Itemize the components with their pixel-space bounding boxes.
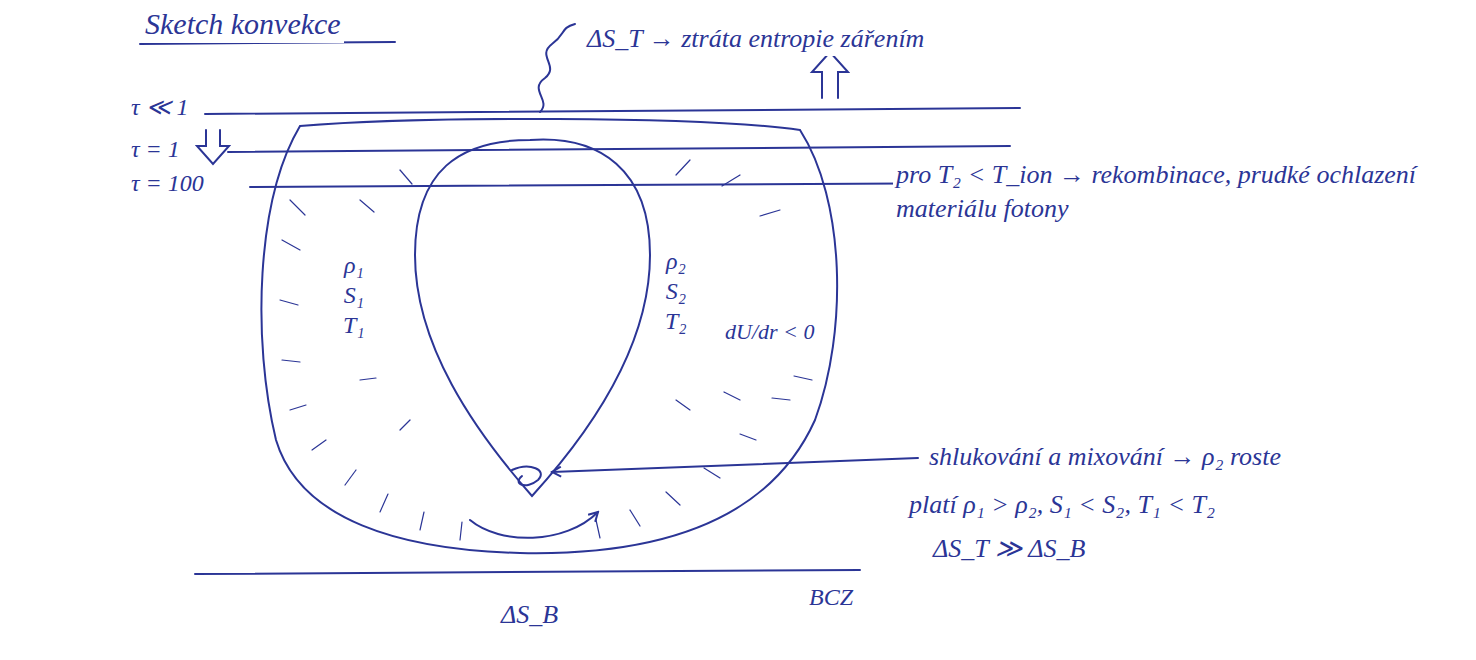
hatch-stroke bbox=[400, 420, 410, 430]
state-stack: ρ₁ S₁ T₁ bbox=[340, 250, 368, 340]
tau-label: τ ≪ 1 bbox=[128, 92, 192, 123]
hatch-stroke bbox=[282, 360, 300, 362]
hatch-stroke bbox=[460, 522, 462, 540]
hatch-stroke bbox=[290, 200, 305, 215]
tau-label: τ = 1 bbox=[128, 134, 183, 165]
hatch-stroke bbox=[676, 160, 690, 175]
inequality-note: platí ρ₁ > ρ₂, S₁ < S₂, T₁ < T₂ bbox=[906, 488, 1218, 522]
hatch-stroke bbox=[794, 376, 812, 380]
convection-cell: ρ₁ S₁ T₁ ρ₂ S₂ T₂ dU/dr < 0 bbox=[240, 118, 860, 568]
hatch-stroke bbox=[312, 440, 326, 450]
hatch-stroke bbox=[740, 434, 756, 440]
bcz-label: BCZ bbox=[806, 582, 856, 613]
tau-label: τ = 100 bbox=[128, 168, 207, 199]
sketch-title: Sketch konvekce bbox=[142, 4, 344, 43]
hatch-stroke bbox=[704, 468, 720, 478]
wavy-bracket bbox=[539, 24, 575, 112]
hatch-stroke bbox=[760, 210, 780, 216]
up-arrow bbox=[812, 52, 848, 98]
hatch-stroke bbox=[676, 400, 690, 410]
hatch-stroke bbox=[290, 405, 306, 410]
hatch-stroke bbox=[345, 470, 356, 485]
hatch-stroke bbox=[280, 300, 298, 305]
tau-level-line bbox=[250, 183, 1000, 187]
entropy-label: ΔS_B bbox=[498, 598, 561, 632]
outer-boundary bbox=[261, 119, 837, 553]
down-arrow bbox=[197, 130, 229, 164]
hatch-stroke bbox=[400, 170, 412, 184]
leader-line bbox=[552, 458, 918, 472]
tau-level-line bbox=[228, 146, 1010, 152]
hatch-stroke bbox=[282, 240, 300, 250]
cell-drawing bbox=[261, 119, 837, 553]
gradient-label: dU/dr < 0 bbox=[722, 318, 817, 347]
mixing-note: shlukování a mixování → ρ₂ roste bbox=[926, 440, 1284, 474]
hatch-stroke bbox=[722, 175, 740, 186]
state-stack: ρ₂ S₂ T₂ bbox=[662, 246, 690, 336]
hatch-stroke bbox=[772, 398, 790, 400]
entropy-comparison: ΔS_T ≫ ΔS_B bbox=[930, 532, 1088, 566]
circulation-arrow bbox=[470, 512, 598, 538]
inner-loop bbox=[415, 140, 650, 496]
hatch-stroke bbox=[724, 392, 740, 400]
recombination-note: pro T₂ < T_ion → rekombinace, prudké och… bbox=[893, 158, 1459, 226]
bcz-line bbox=[195, 570, 860, 574]
hatch-stroke bbox=[420, 512, 424, 530]
radiation-note: ΔS_T → ztráta entropie zářením bbox=[584, 22, 927, 56]
hatch-stroke bbox=[360, 200, 374, 212]
hatch-stroke bbox=[666, 492, 680, 505]
hatch-stroke bbox=[596, 520, 600, 538]
mixing-swirl bbox=[512, 467, 541, 486]
hatch-stroke bbox=[360, 378, 376, 380]
hatch-stroke bbox=[630, 510, 640, 526]
hatch-stroke bbox=[380, 494, 388, 512]
tau-level-line bbox=[205, 108, 1020, 114]
